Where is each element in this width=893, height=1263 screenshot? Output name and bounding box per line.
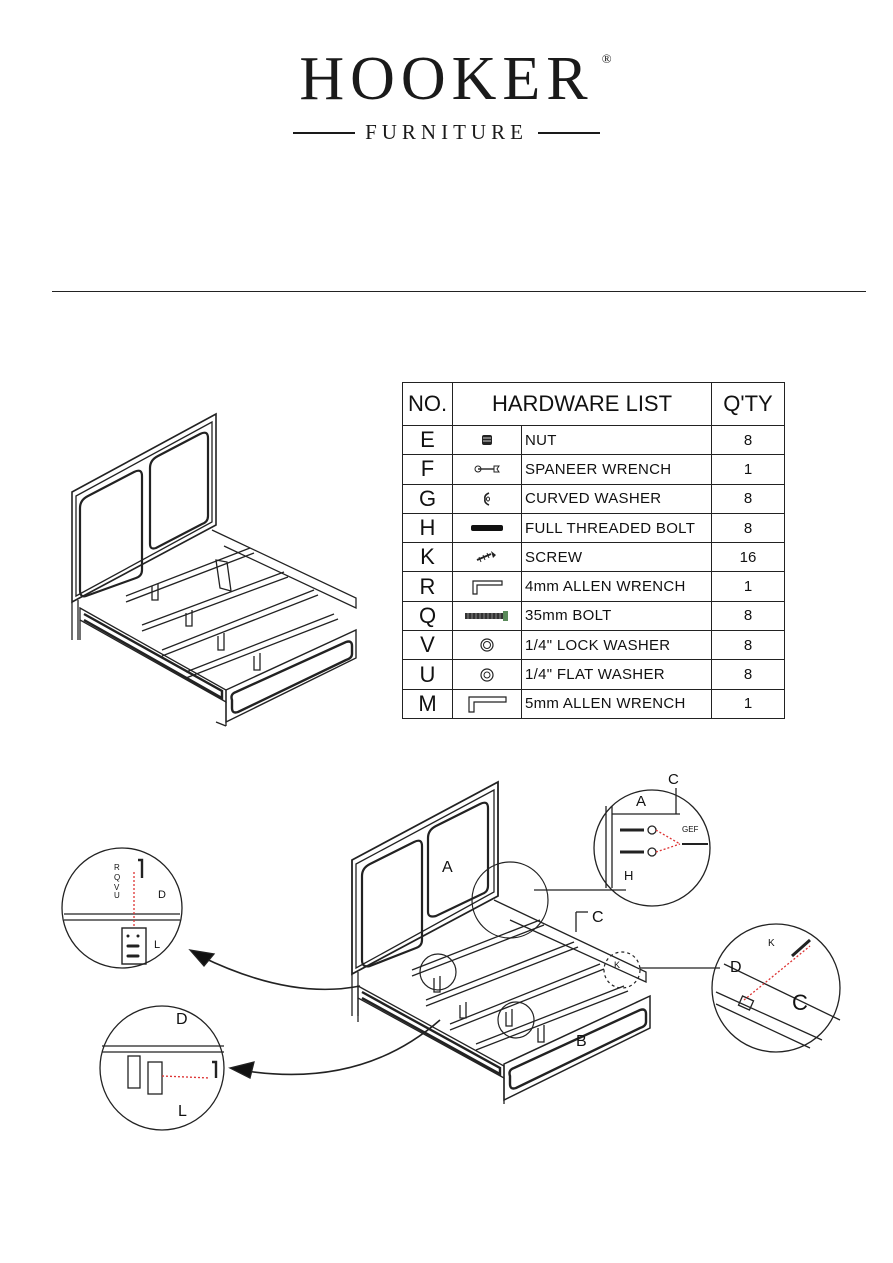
row-qty: 8 xyxy=(711,630,785,661)
table-row: H FULL THREADED BOLT 8 xyxy=(402,512,785,544)
header-hardware-list: HARDWARE LIST xyxy=(452,382,712,426)
brand-name: HOOKER ® xyxy=(299,45,611,113)
table-row: E NUT 8 xyxy=(402,424,785,456)
screw-icon xyxy=(452,542,522,573)
label-footboard: B xyxy=(576,1033,587,1050)
row-qty: 1 xyxy=(711,688,785,719)
detail-left-label-q: Q xyxy=(114,873,120,882)
row-name: 1/4" LOCK WASHER xyxy=(521,630,712,661)
headboard xyxy=(351,780,499,976)
row-no: M xyxy=(402,688,453,719)
detail-leg-bolt xyxy=(61,847,183,969)
allen-wrench-icon xyxy=(452,688,522,719)
tagline-right-line xyxy=(537,131,600,134)
row-name: FULL THREADED BOLT xyxy=(521,512,712,544)
table-row: F SPANEER WRENCH 1 xyxy=(402,454,785,485)
detail-right-label-k: K xyxy=(768,938,775,949)
detail-left-label-l: L xyxy=(154,939,160,951)
detail-right-label-d: D xyxy=(730,959,742,976)
table-row: M 5mm ALLEN WRENCH 1 xyxy=(402,688,785,719)
row-name: 5mm ALLEN WRENCH xyxy=(521,688,712,719)
table-row: Q 35mm BOLT 8 xyxy=(402,600,785,632)
table-row: V 1/4" LOCK WASHER 8 xyxy=(402,630,785,661)
detail-top-label-gef: GEF xyxy=(682,825,699,834)
detail-top-label-a: A xyxy=(636,793,646,810)
detail-slat-screw xyxy=(711,923,841,1053)
threaded-bolt-icon xyxy=(452,512,522,544)
row-name: SCREW xyxy=(521,542,712,573)
row-no: G xyxy=(402,483,453,514)
hardware-table-header: NO. HARDWARE LIST Q'TY xyxy=(402,382,785,426)
row-qty: 8 xyxy=(711,424,785,456)
label-side-rail: C xyxy=(592,909,604,926)
allen-wrench-icon xyxy=(452,571,522,602)
row-name: 4mm ALLEN WRENCH xyxy=(521,571,712,602)
detail-left-label-u: U xyxy=(114,891,120,900)
row-qty: 8 xyxy=(711,659,785,690)
detail-rail-bolt xyxy=(593,789,711,907)
lock-washer-icon xyxy=(452,630,522,661)
hardware-table: NO. HARDWARE LIST Q'TY E NUT 8 F SPANEER… xyxy=(402,382,785,719)
detail-right-label-c: C xyxy=(792,990,808,1015)
row-qty: 1 xyxy=(711,571,785,602)
row-no: R xyxy=(402,571,453,602)
header-divider xyxy=(52,291,866,292)
bed-overview-illustration xyxy=(71,412,357,727)
detail-bottom-label-d: D xyxy=(176,1011,188,1028)
brand-tagline-row: FURNITURE xyxy=(0,120,893,145)
detail-top-label-c: C xyxy=(668,771,679,788)
header-qty: Q'TY xyxy=(711,382,785,426)
detail-left-label-d: D xyxy=(158,889,166,901)
bolt-icon xyxy=(452,600,522,632)
detail-bottom-label-l: L xyxy=(178,1103,187,1120)
brand-logo: HOOKER ® FURNITURE xyxy=(0,48,893,145)
brand-tagline: FURNITURE xyxy=(365,120,528,144)
table-row: R 4mm ALLEN WRENCH 1 xyxy=(402,571,785,602)
brand-wordmark: HOOKER xyxy=(299,45,594,113)
row-no: K xyxy=(402,542,453,573)
row-no: F xyxy=(402,454,453,485)
flat-washer-icon xyxy=(452,659,522,690)
header-no: NO. xyxy=(402,382,453,426)
detail-top-label-h: H xyxy=(624,868,633,883)
table-row: K SCREW 16 xyxy=(402,542,785,573)
row-no: Q xyxy=(402,600,453,632)
tagline-left-line xyxy=(293,131,356,134)
detail-left-label-r: R xyxy=(114,863,120,872)
row-qty: 1 xyxy=(711,454,785,485)
table-row: U 1/4" FLAT WASHER 8 xyxy=(402,659,785,690)
row-name: CURVED WASHER xyxy=(521,483,712,514)
detail-leg-slat xyxy=(99,1005,225,1131)
row-name: 35mm BOLT xyxy=(521,600,712,632)
row-qty: 8 xyxy=(711,512,785,544)
label-headboard: A xyxy=(442,859,453,876)
row-name: SPANEER WRENCH xyxy=(521,454,712,485)
row-qty: 16 xyxy=(711,542,785,573)
row-no: H xyxy=(402,512,453,544)
detail-left-label-v: V xyxy=(114,883,120,892)
row-name: NUT xyxy=(521,424,712,456)
assembly-diagram: A B C K A C GEF H K D C R Q V U D L xyxy=(61,771,841,1131)
table-row: G CURVED WASHER 8 xyxy=(402,483,785,514)
curved-washer-icon xyxy=(452,483,522,514)
nut-icon xyxy=(452,424,522,456)
row-name: 1/4" FLAT WASHER xyxy=(521,659,712,690)
row-no: U xyxy=(402,659,453,690)
label-screw-k: K xyxy=(614,960,620,970)
row-no: E xyxy=(402,424,453,456)
spanner-wrench-icon xyxy=(452,454,522,485)
registered-mark: ® xyxy=(601,51,612,66)
row-no: V xyxy=(402,630,453,661)
row-qty: 8 xyxy=(711,600,785,632)
row-qty: 8 xyxy=(711,483,785,514)
